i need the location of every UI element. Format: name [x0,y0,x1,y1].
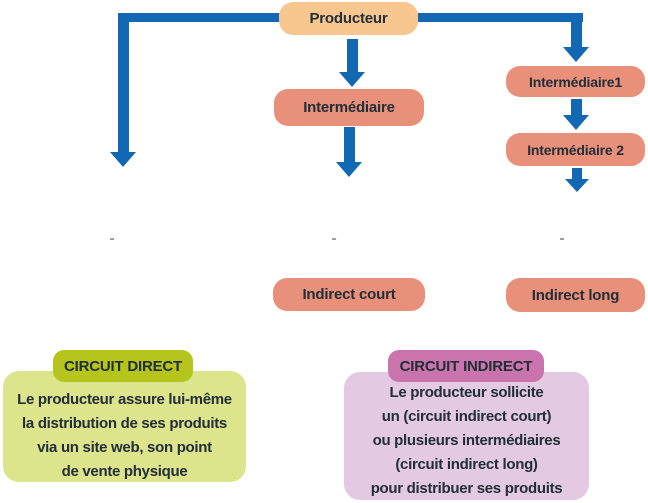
connector-producteur-to-intermediaire [347,39,358,72]
arrow-down-to-intermediaire2-icon [563,115,589,130]
arrow-down-right-bottom-icon [565,179,589,192]
connector-below-intermediaire [344,127,355,162]
placeholder-dash-middle: - [331,230,337,247]
circuit-indirect-line-1: Le producteur sollicite [389,384,544,401]
arrow-down-to-intermediaire-icon [339,72,365,87]
node-intermediaire: Intermédiaire [274,89,424,126]
circuit-direct-line-2: la distribution de ses produits [22,415,227,432]
node-producteur: Producteur [279,2,418,35]
node-indirect-long: Indirect long [506,278,645,312]
placeholder-dash-left: - [109,230,115,247]
circuit-direct-label: CIRCUIT DIRECT [53,350,193,382]
arrow-down-to-intermediaire1-icon [563,47,589,62]
connector-left-vertical [118,13,129,152]
arrow-down-middle-icon [336,162,362,177]
circuit-indirect-line-3: ou plusieurs intermédiaires [372,432,561,449]
connector-left-horizontal [118,13,283,22]
circuit-indirect-body: Le producteur sollicite un (circuit indi… [344,372,589,500]
circuit-direct-body: Le producteur assure lui-même la distrib… [3,371,246,482]
connector-right-vertical [571,13,582,47]
connector-below-intermediaire2 [572,168,582,179]
arrow-down-left-icon [110,152,136,167]
circuit-indirect-line-2: un (circuit indirect court) [381,408,552,425]
circuit-indirect-line-5: pour distribuer ses produits [370,480,563,497]
connector-right-horizontal [418,13,583,22]
placeholder-dash-right: - [559,230,565,247]
circuit-direct-line-3: via un site web, son point [37,439,212,456]
node-intermediaire2: Intermédiaire 2 [506,133,645,166]
circuit-indirect-line-4: (circuit indirect long) [395,456,538,473]
circuit-direct-line-4: de vente physique [61,463,188,480]
circuit-direct-line-1: Le producteur assure lui-même [17,391,232,408]
node-intermediaire1: Intermédiaire1 [506,66,645,97]
connector-intermediaire1-to-2 [571,99,582,115]
node-indirect-court: Indirect court [273,278,425,311]
circuit-indirect-label: CIRCUIT INDIRECT [388,350,544,382]
